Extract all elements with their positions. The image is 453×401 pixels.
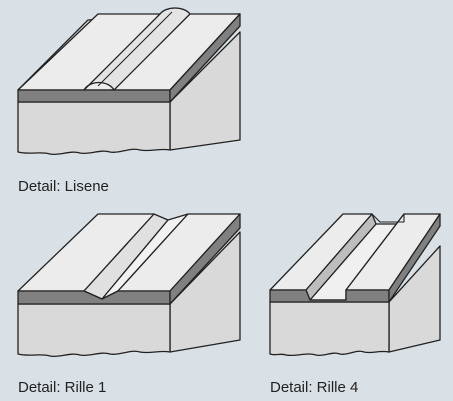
rille4-back-notch	[371, 213, 405, 223]
lisene-layer-front	[17, 89, 171, 103]
lisene-layer-side	[169, 13, 241, 103]
caption-rille-4: Detail: Rille 4	[270, 379, 359, 396]
rille1-block-front	[17, 303, 171, 358]
caption-lisene: Detail: Lisene	[18, 178, 109, 195]
caption-rille-1: Detail: Rille 1	[18, 379, 107, 396]
lisene-block-front	[17, 101, 171, 156]
lisene-detail-drawing	[17, 7, 241, 156]
rille4-layer-front	[269, 289, 390, 303]
rille1-layer-front	[17, 290, 171, 305]
lisene-rib	[83, 7, 191, 91]
rille1-detail-drawing	[17, 213, 241, 358]
rille1-layer-side	[169, 213, 241, 305]
rille4-block-front	[269, 301, 390, 357]
rille4-layer-side	[388, 213, 441, 303]
rille4-detail-drawing	[269, 213, 441, 357]
